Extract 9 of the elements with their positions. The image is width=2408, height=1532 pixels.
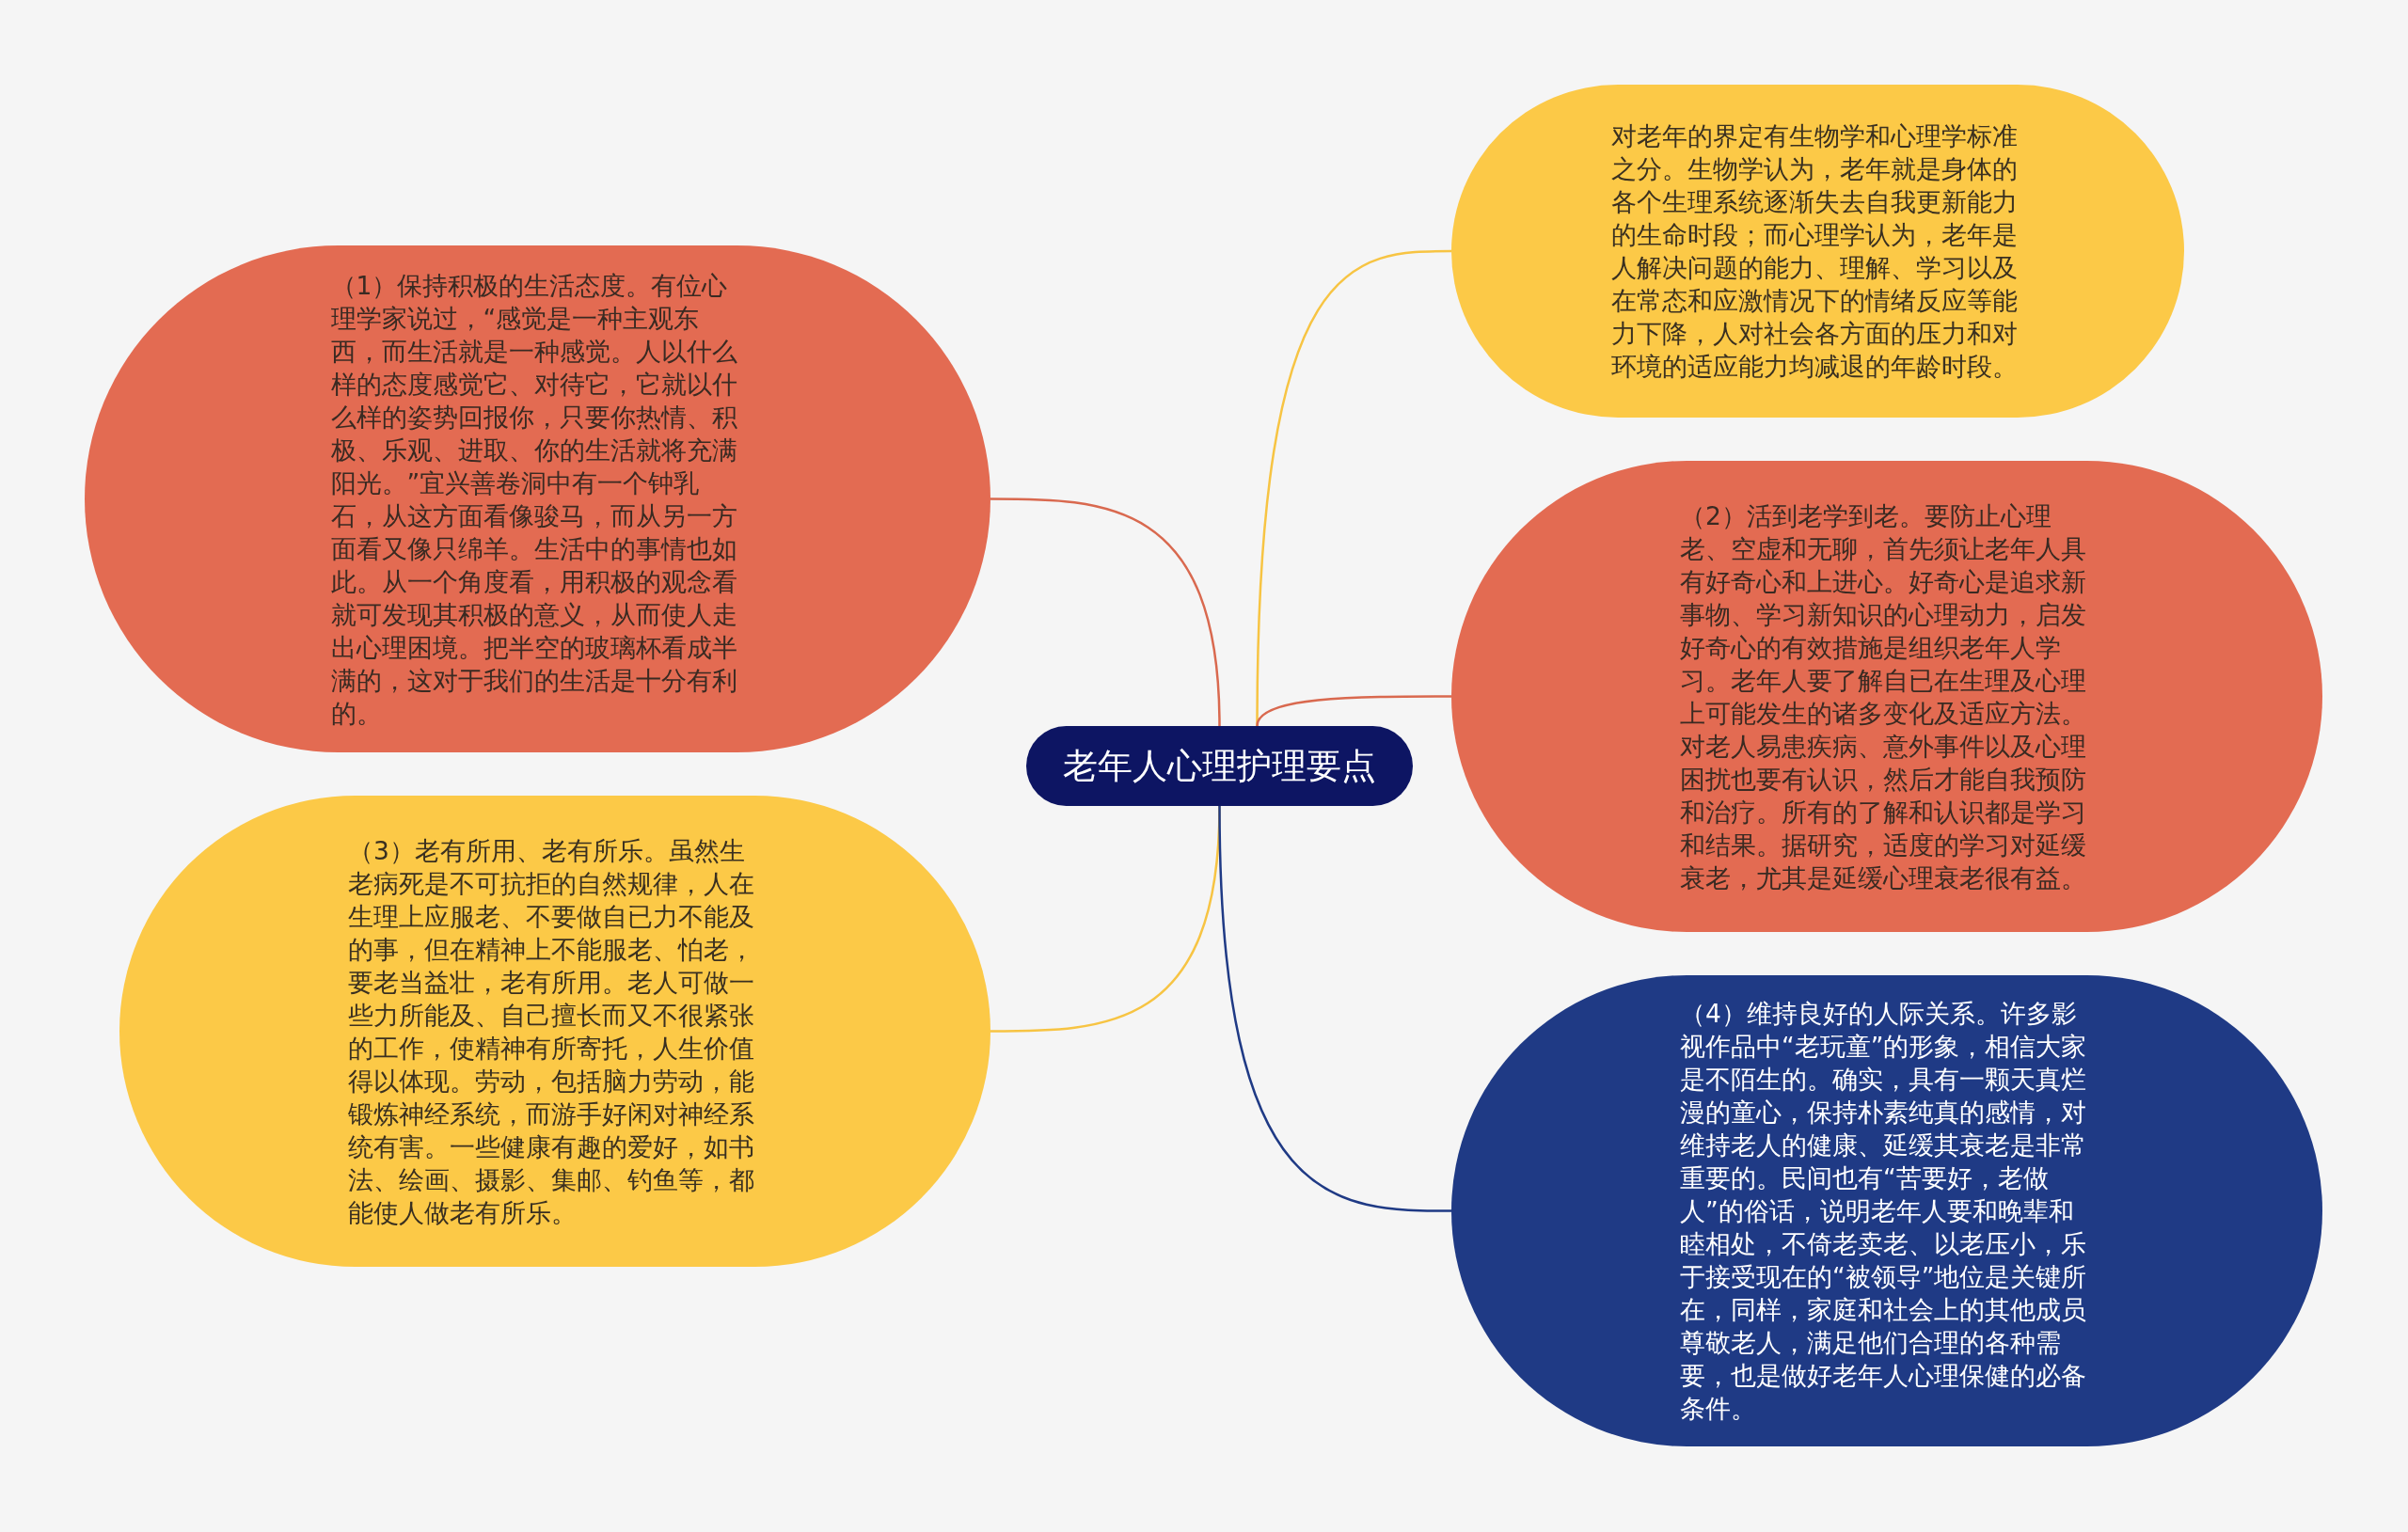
central-topic: 老年人心理护理要点 <box>1026 726 1413 806</box>
bubble-text: 对老年的界定有生物学和心理学标准之分。生物学认为，老年就是身体的各个生理系统逐渐失去自我更新能力的生命时段；而心理学认为，老年是人解决问题的能力、理解、学习以及在常态和应激情况下的情绪反应等能力下降，人对社会各方面的压力和对环境的适应能力均减退的年龄时段。 <box>1610 120 2019 383</box>
connector-line <box>1218 805 1451 1212</box>
connector-line <box>1256 695 1451 727</box>
bubble-text: （2）活到老学到老。要防止心理老、空虚和无聊，首先须让老年人具有好奇心和上进心。好奇心是追求新事物、学习新知识的心理动力，启发好奇心的有效措施是组织老年人学习。老年人要了解自已在生理及心理上可能发生的诸多变化及适应方法。对老人易患疾病、意外事件以及心理困扰也要有认识，然后才能自我预防和治疗。所有的了解和认识都是学习和结果。据研究，适度的学习对延缓衰老，尤其是延缓心理衰老很有益。 <box>1680 499 2087 894</box>
bubble-text: （1）保持积极的生活态度。有位心理学家说过，“感觉是一种主观东西，而生活就是一种感觉。人以什么样的态度感觉它、对待它，它就以什么样的姿势回报你，只要你热情、积极、乐观、进取、你的生活就将充满阳光。”宜兴善卷洞中有一个钟乳石，从这方面看像骏马，而从另一方面看又像只绵羊。生活中的事情也如此。从一个角度看，用积极的观念看就可发现其积极的意义，从而使人走出心理困境。把半空的玻璃杯看成半满的，这对于我们的生活是十分有利的。 <box>330 269 738 730</box>
connector-line <box>990 498 1221 727</box>
bubble-text: （3）老有所用、老有所乐。虽然生老病死是不可抗拒的自然规律，人在生理上应服老、不要做自已力不能及的事，但在精神上不能服老、怕老，要老当益壮，老有所用。老人可做一些力所能及、自己擅长而又不很紧张的工作，使精神有所寄托，人生价值得以体现。劳动，包括脑力劳动，能锻炼神经系统，而游手好闲对神经系统有害。一些健康有趣的爱好，如书法、绘画、摄影、集邮、钓鱼等，都能使人做老有所乐。 <box>348 834 755 1229</box>
bubble-text: （4）维持良好的人际关系。许多影视作品中“老玩童”的形象，相信大家是不陌生的。确实，具有一颗天真烂漫的童心，保持朴素纯真的感情，对维持老人的健康、延缓其衰老是非常重要的。民间也有“苦要好，老做人”的俗话，说明老年人要和晚辈和睦相处，不倚老卖老、以老压小，乐于接受现在的“被领导”地位是关键所在，同样，家庭和社会上的其他成员尊敬老人，满足他们合理的各种需要，也是做好老年人心理保健的必备条件。 <box>1680 998 2088 1425</box>
